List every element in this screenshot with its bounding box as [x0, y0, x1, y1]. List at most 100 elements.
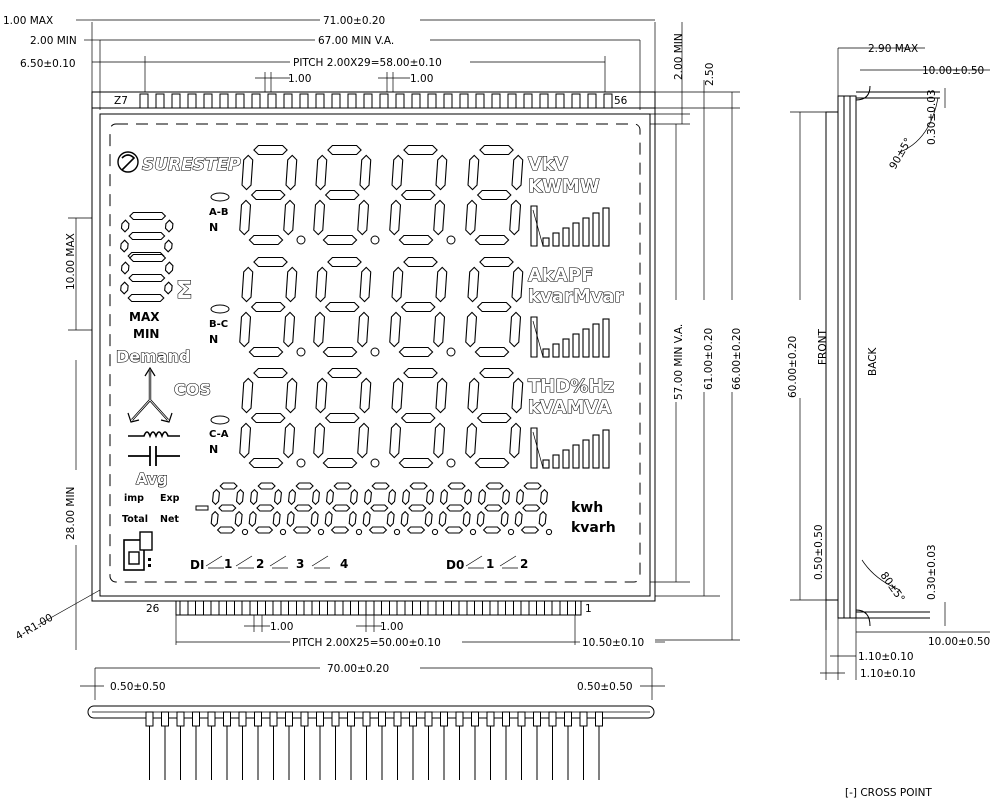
- bottom-view-pin: [564, 711, 572, 727]
- decimal-point: [370, 235, 380, 245]
- seven-segment-digit: [248, 482, 282, 534]
- bar-segment: [572, 222, 580, 247]
- bottom-pin: [365, 600, 375, 616]
- logo-text: SURESTEP: [142, 155, 241, 175]
- seven-segment-digit: [465, 256, 524, 358]
- di-3: 3: [296, 557, 304, 571]
- dim-70-00: 70.00±0.20: [327, 663, 389, 675]
- bar-segment: [582, 328, 590, 358]
- bottom-view-pin: [393, 711, 402, 727]
- top-pin: [251, 93, 261, 109]
- top-pin: [315, 93, 325, 109]
- top-pin: [443, 93, 453, 109]
- bar-segment: [592, 434, 600, 469]
- bottom-view-pin: [207, 711, 216, 727]
- top-pin: [235, 93, 245, 109]
- seven-segment-digit: [313, 256, 372, 358]
- min-label: MIN: [133, 327, 159, 341]
- bottom-view-pin: [331, 711, 340, 727]
- seven-segment-digit: [400, 482, 434, 534]
- dim-90-deg: 90±5°: [887, 136, 914, 172]
- dim-0-30-top: 0.30±0.03: [926, 89, 938, 145]
- bottom-pin: [241, 600, 251, 616]
- di-group: 1 2 3 4: [205, 555, 348, 571]
- top-pin: [331, 93, 341, 109]
- pin-label-z7: Z7: [114, 95, 128, 107]
- seven-segment-digit: [389, 367, 448, 469]
- bottom-view-pin: [238, 711, 247, 727]
- cos-label: COS: [174, 380, 211, 399]
- bottom-pin: [288, 600, 297, 616]
- dim-1-10-b: 1.10±0.10: [860, 668, 916, 680]
- sigma-symbol: Σ: [176, 276, 192, 304]
- bottom-view-pin: [517, 711, 526, 727]
- top-pin: [539, 93, 549, 109]
- bottom-pin: [396, 600, 406, 616]
- bar-segment: [542, 348, 550, 358]
- seven-segment-digit: [476, 482, 510, 534]
- bottom-pin: [381, 600, 390, 616]
- energy-decimal-point: [507, 528, 515, 536]
- imp-label: imp: [124, 493, 144, 504]
- bar-segment: [592, 212, 600, 247]
- energy-decimal-point: [393, 528, 401, 536]
- dim-6-50: 6.50±0.10: [20, 58, 76, 70]
- bottom-pin: [505, 600, 514, 616]
- top-pin: [395, 93, 405, 109]
- top-pin: [475, 93, 485, 109]
- dim-28-00-min: 28.00 MIN: [65, 487, 77, 540]
- top-pin: [459, 93, 469, 109]
- bottom-view-pin: [316, 711, 324, 727]
- bottom-view-pin: [145, 711, 154, 727]
- seven-segment-digit: [120, 211, 174, 261]
- left-dimensions: 10.00 MAX 28.00 MIN 4-R1.00: [14, 217, 101, 650]
- top-pin: [347, 93, 357, 109]
- inductor-icon: [128, 431, 180, 439]
- right-dimensions: 2.00 MIN 2.50 57.00 MIN V.A. 61.00±0.20 …: [650, 22, 743, 641]
- seven-segment-digit: [389, 256, 448, 358]
- phase-ca: C-A: [209, 429, 229, 440]
- bottom-view-pin: [378, 711, 386, 727]
- kvarh-label: kvarh: [571, 520, 616, 536]
- bottom-view-pin: [486, 711, 495, 727]
- do-label: D0: [446, 558, 464, 572]
- top-pin: [427, 93, 437, 109]
- bottom-pin: [257, 600, 266, 616]
- left-small-digits: [120, 211, 174, 303]
- comm-icon: [123, 531, 153, 571]
- di-label: DI: [190, 558, 204, 572]
- energy-decimal-point: [355, 528, 363, 536]
- bar-slash: [532, 431, 544, 469]
- dim-10-50: 10.50±0.10: [582, 637, 644, 649]
- bottom-pin: [427, 600, 437, 616]
- top-pin: [603, 93, 613, 109]
- do-group: 1 2: [465, 555, 528, 571]
- bar-segment: [552, 343, 560, 358]
- seven-segment-digit: [313, 144, 372, 246]
- bottom-view-pin: [300, 711, 309, 727]
- energy-decimal-point: [317, 528, 325, 536]
- dim-pitch-top: PITCH 2.00X29=58.00±0.10: [293, 57, 442, 69]
- decimal-point: [370, 458, 380, 468]
- unit-row3-a: THD%Hz: [528, 376, 614, 397]
- avg-label: Avg: [136, 470, 168, 488]
- seven-segment-digit: [210, 482, 244, 534]
- side-back-label: BACK: [867, 346, 879, 376]
- phase-ab: A-B: [209, 207, 229, 218]
- top-pin: [587, 93, 597, 109]
- dim-0-30-bottom: 0.30±0.03: [926, 544, 938, 600]
- top-pin: [411, 93, 421, 109]
- do-2: 2: [520, 557, 528, 571]
- bottom-view-pin: [223, 711, 231, 727]
- seven-segment-digit: [239, 367, 298, 469]
- top-pin: [491, 93, 501, 109]
- seven-segment-digit: [239, 256, 298, 358]
- dim-10-00-max: 10.00 MAX: [65, 233, 77, 290]
- brand-logo: SURESTEP: [117, 151, 242, 176]
- seven-segment-digit: [324, 482, 358, 534]
- dim-2-00-min-right: 2.00 MIN: [673, 33, 685, 80]
- decimal-point: [370, 347, 380, 357]
- bottom-view-legs: [145, 711, 603, 780]
- phase-n-3: N: [209, 443, 218, 456]
